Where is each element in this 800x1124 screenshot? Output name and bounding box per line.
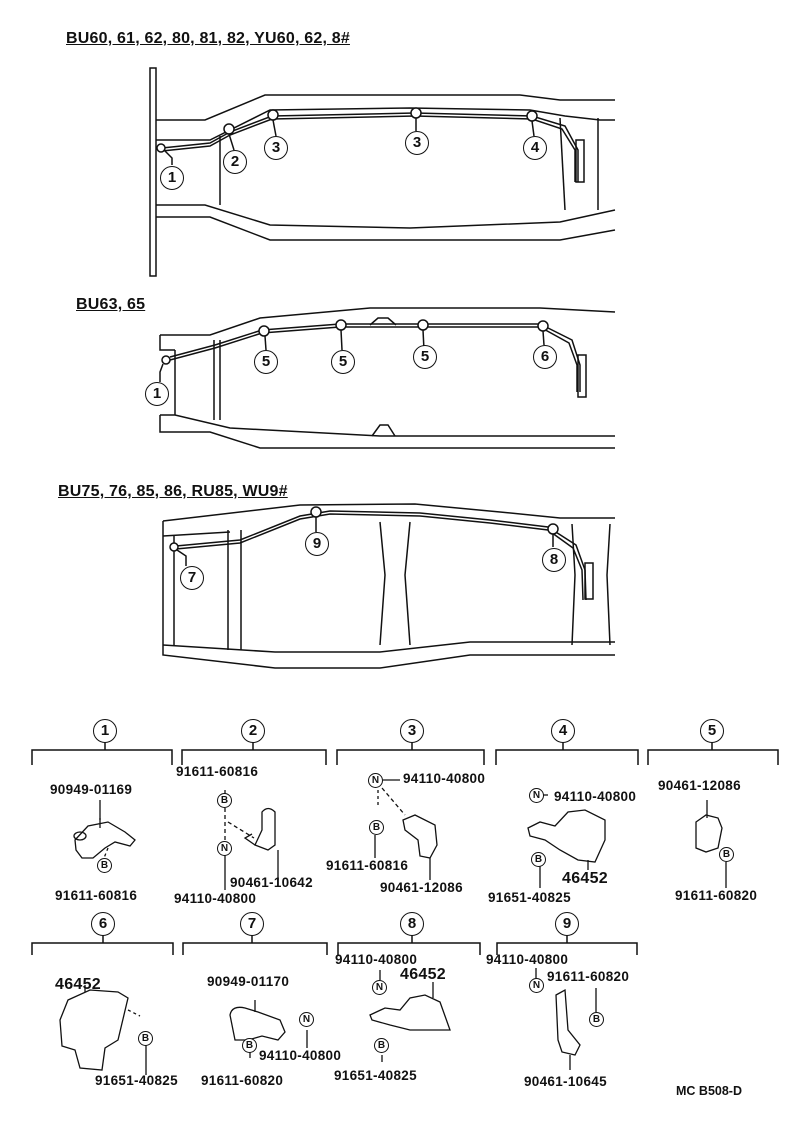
part-number: 91611-60820 <box>675 888 758 903</box>
callout-1: 1 <box>160 166 184 190</box>
part-number: 46452 <box>562 870 608 887</box>
part-number: 91611-60820 <box>201 1073 284 1088</box>
part-number: 91611-60816 <box>326 858 409 873</box>
callout-8: 8 <box>542 548 566 572</box>
callout-4: 4 <box>523 136 547 160</box>
group-2-label: 2 <box>241 719 265 743</box>
bolt-symbol: B <box>217 793 232 808</box>
nut-symbol: N <box>368 773 383 788</box>
part-number: 91611-60816 <box>55 888 138 903</box>
bolt-symbol: B <box>531 852 546 867</box>
clip-markers-1 <box>156 107 538 153</box>
bolt-symbol: B <box>589 1012 604 1027</box>
group-7-label: 7 <box>240 912 264 936</box>
callout-2: 2 <box>223 150 247 174</box>
callout-3: 3 <box>405 131 429 155</box>
part-number: 90461-10642 <box>230 875 313 890</box>
group-5-label: 5 <box>700 719 724 743</box>
callout-leaders-2 <box>159 329 545 382</box>
part-number: 94110-40800 <box>486 952 569 967</box>
clip-markers-2 <box>161 319 549 365</box>
part-number: 46452 <box>55 976 101 993</box>
bolt-symbol: B <box>242 1038 257 1053</box>
group-4-label: 4 <box>551 719 575 743</box>
part-number: 46452 <box>400 966 446 983</box>
part-number: 91651-40825 <box>95 1073 178 1088</box>
frame-diagram-1 <box>149 67 616 277</box>
part-number: 94110-40800 <box>259 1048 342 1063</box>
callout-5: 5 <box>331 350 355 374</box>
callout-leaders-1 <box>163 118 535 165</box>
group-3-label: 3 <box>400 719 424 743</box>
part-number: 91611-60820 <box>547 969 630 984</box>
nut-symbol: N <box>529 788 544 803</box>
part-sketches <box>59 779 727 1075</box>
nut-symbol: N <box>372 980 387 995</box>
bolt-symbol: B <box>374 1038 389 1053</box>
nut-symbol: N <box>217 841 232 856</box>
part-number: 94110-40800 <box>554 789 637 804</box>
part-number: 94110-40800 <box>403 771 486 786</box>
callout-9: 9 <box>305 532 329 556</box>
group-8-label: 8 <box>400 912 424 936</box>
part-number: 94110-40800 <box>335 952 418 967</box>
part-number: 91651-40825 <box>488 890 571 905</box>
bolt-symbol: B <box>719 847 734 862</box>
section-2-title: BU63, 65 <box>76 296 146 313</box>
part-number: 91611-60816 <box>176 764 259 779</box>
part-number: 94110-40800 <box>174 891 257 906</box>
bolt-symbol: B <box>97 858 112 873</box>
nut-symbol: N <box>529 978 544 993</box>
section-3-title: BU75, 76, 85, 86, RU85, WU9# <box>58 483 288 500</box>
group-9-label: 9 <box>555 912 579 936</box>
bolt-symbol: B <box>138 1031 153 1046</box>
callout-leaders-3 <box>176 517 554 566</box>
nut-symbol: N <box>299 1012 314 1027</box>
part-number: 90461-12086 <box>380 880 463 895</box>
part-number: 90949-01169 <box>50 782 133 797</box>
diagram-reference-code: MC B508-D <box>676 1084 742 1098</box>
callout-5: 5 <box>413 345 437 369</box>
callout-5: 5 <box>254 350 278 374</box>
frame-diagram-3 <box>162 503 615 669</box>
section-1-title: BU60, 61, 62, 80, 81, 82, YU60, 62, 8# <box>66 30 350 47</box>
part-number: 90461-10645 <box>524 1074 607 1089</box>
bolt-symbol: B <box>369 820 384 835</box>
callout-6: 6 <box>533 345 557 369</box>
group-brackets <box>31 742 779 955</box>
callout-1: 1 <box>145 382 169 406</box>
part-number: 90949-01170 <box>207 974 290 989</box>
group-1-label: 1 <box>93 719 117 743</box>
part-number: 91651-40825 <box>334 1068 417 1083</box>
part-number: 90461-12086 <box>658 778 741 793</box>
group-6-label: 6 <box>91 912 115 936</box>
callout-7: 7 <box>180 566 204 590</box>
frame-diagram-2 <box>159 307 616 449</box>
callout-3: 3 <box>264 136 288 160</box>
